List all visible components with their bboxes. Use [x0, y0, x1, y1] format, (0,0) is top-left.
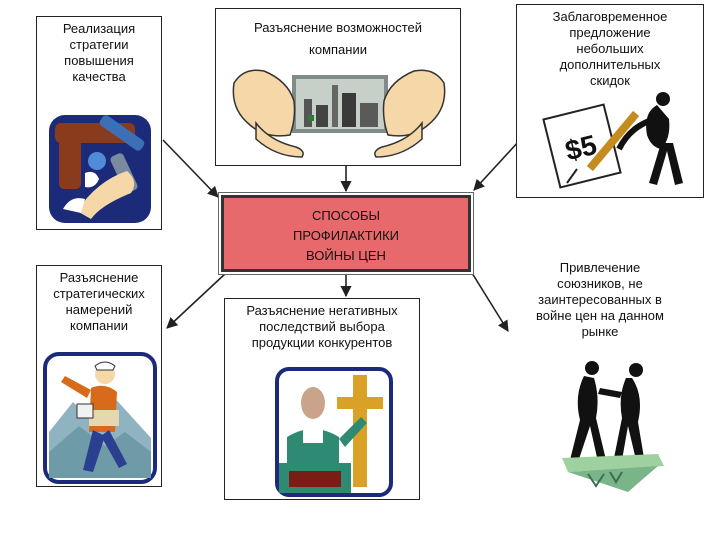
node-capabilities-label: Разъяснение возможностей компании: [253, 20, 423, 57]
hands-factory-icon: [232, 69, 446, 158]
node-negative-label: Разъяснение негативных последствий выбор…: [246, 303, 398, 350]
hiker-mountains-icon: [43, 352, 157, 484]
arrow-discounts: [473, 139, 521, 191]
center-topic-box: СПОСОБЫ ПРОФИЛАКТИКИ ВОЙНЫ ЦЕН: [221, 195, 471, 272]
arrow-intentions: [166, 272, 227, 329]
node-capabilities: Разъяснение возможностей компании: [215, 8, 461, 166]
node-quality-label: Реализация стратегии повышения качества: [62, 21, 136, 84]
preacher-cross-icon: [275, 367, 393, 497]
node-negative: Разъяснение негативных последствий выбор…: [224, 298, 420, 500]
node-discounts-label: Заблаговременное предложение небольших д…: [552, 9, 668, 88]
handshake-icon: [562, 361, 664, 492]
node-allies-label: Привлечение союзников, не заинтересованн…: [536, 260, 664, 339]
node-intentions-label: Разъяснение стратегических намерений ком…: [53, 270, 145, 333]
node-discounts: Заблаговременное предложение небольших д…: [516, 4, 704, 198]
plumbing-wrench-icon: [49, 115, 151, 223]
arrow-quality: [162, 139, 219, 198]
price-sign-icon: $5: [542, 92, 683, 189]
center-topic-label: СПОСОБЫ ПРОФИЛАКТИКИ ВОЙНЫ ЦЕН: [292, 208, 400, 263]
node-quality: Реализация стратегии повышения качества: [36, 16, 162, 230]
arrow-allies: [471, 272, 509, 332]
node-intentions: Разъяснение стратегических намерений ком…: [36, 265, 162, 487]
